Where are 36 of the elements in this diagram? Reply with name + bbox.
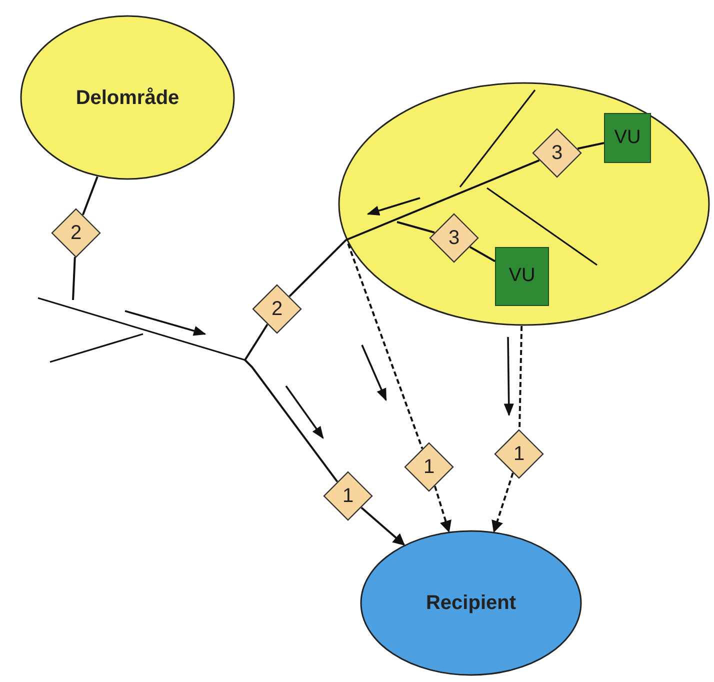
connector-line [518,326,523,430]
measuring-point-diamond [429,213,479,263]
connector-line [346,159,540,241]
area-ellipse [338,82,710,326]
connector-line [82,176,98,216]
node-label: Delområde [76,86,180,110]
point-number: 2 [70,221,82,246]
measuring-point-diamond [404,442,454,492]
connector-line [470,246,496,262]
point-number: 3 [551,141,563,166]
connector-line [396,221,435,234]
point-number: 3 [448,226,460,251]
connector-line [72,256,76,300]
recipient-ellipse [360,530,582,676]
node-label: VU [614,126,641,150]
arrow [434,486,452,533]
point-number: 1 [342,484,354,509]
connector-line [244,324,338,482]
treatment-plant-box [604,113,651,163]
node-label: VU [508,264,536,288]
point-number: 1 [513,442,525,467]
treatment-plant-box [495,247,549,306]
measuring-point-diamond [51,208,101,258]
point-number: 1 [423,455,435,480]
connector-line [347,243,424,450]
measuring-point-diamond [532,128,582,178]
connector-line [577,142,604,150]
area-ellipse [20,15,235,180]
point-number: 2 [271,297,283,322]
measuring-point-diamond [494,429,544,479]
measuring-point-diamond [323,471,373,521]
node-label: Recipient [426,591,516,616]
measuring-point-diamond [252,284,302,334]
connector-line [288,239,347,298]
arrow [360,506,405,546]
arrow [492,472,514,533]
